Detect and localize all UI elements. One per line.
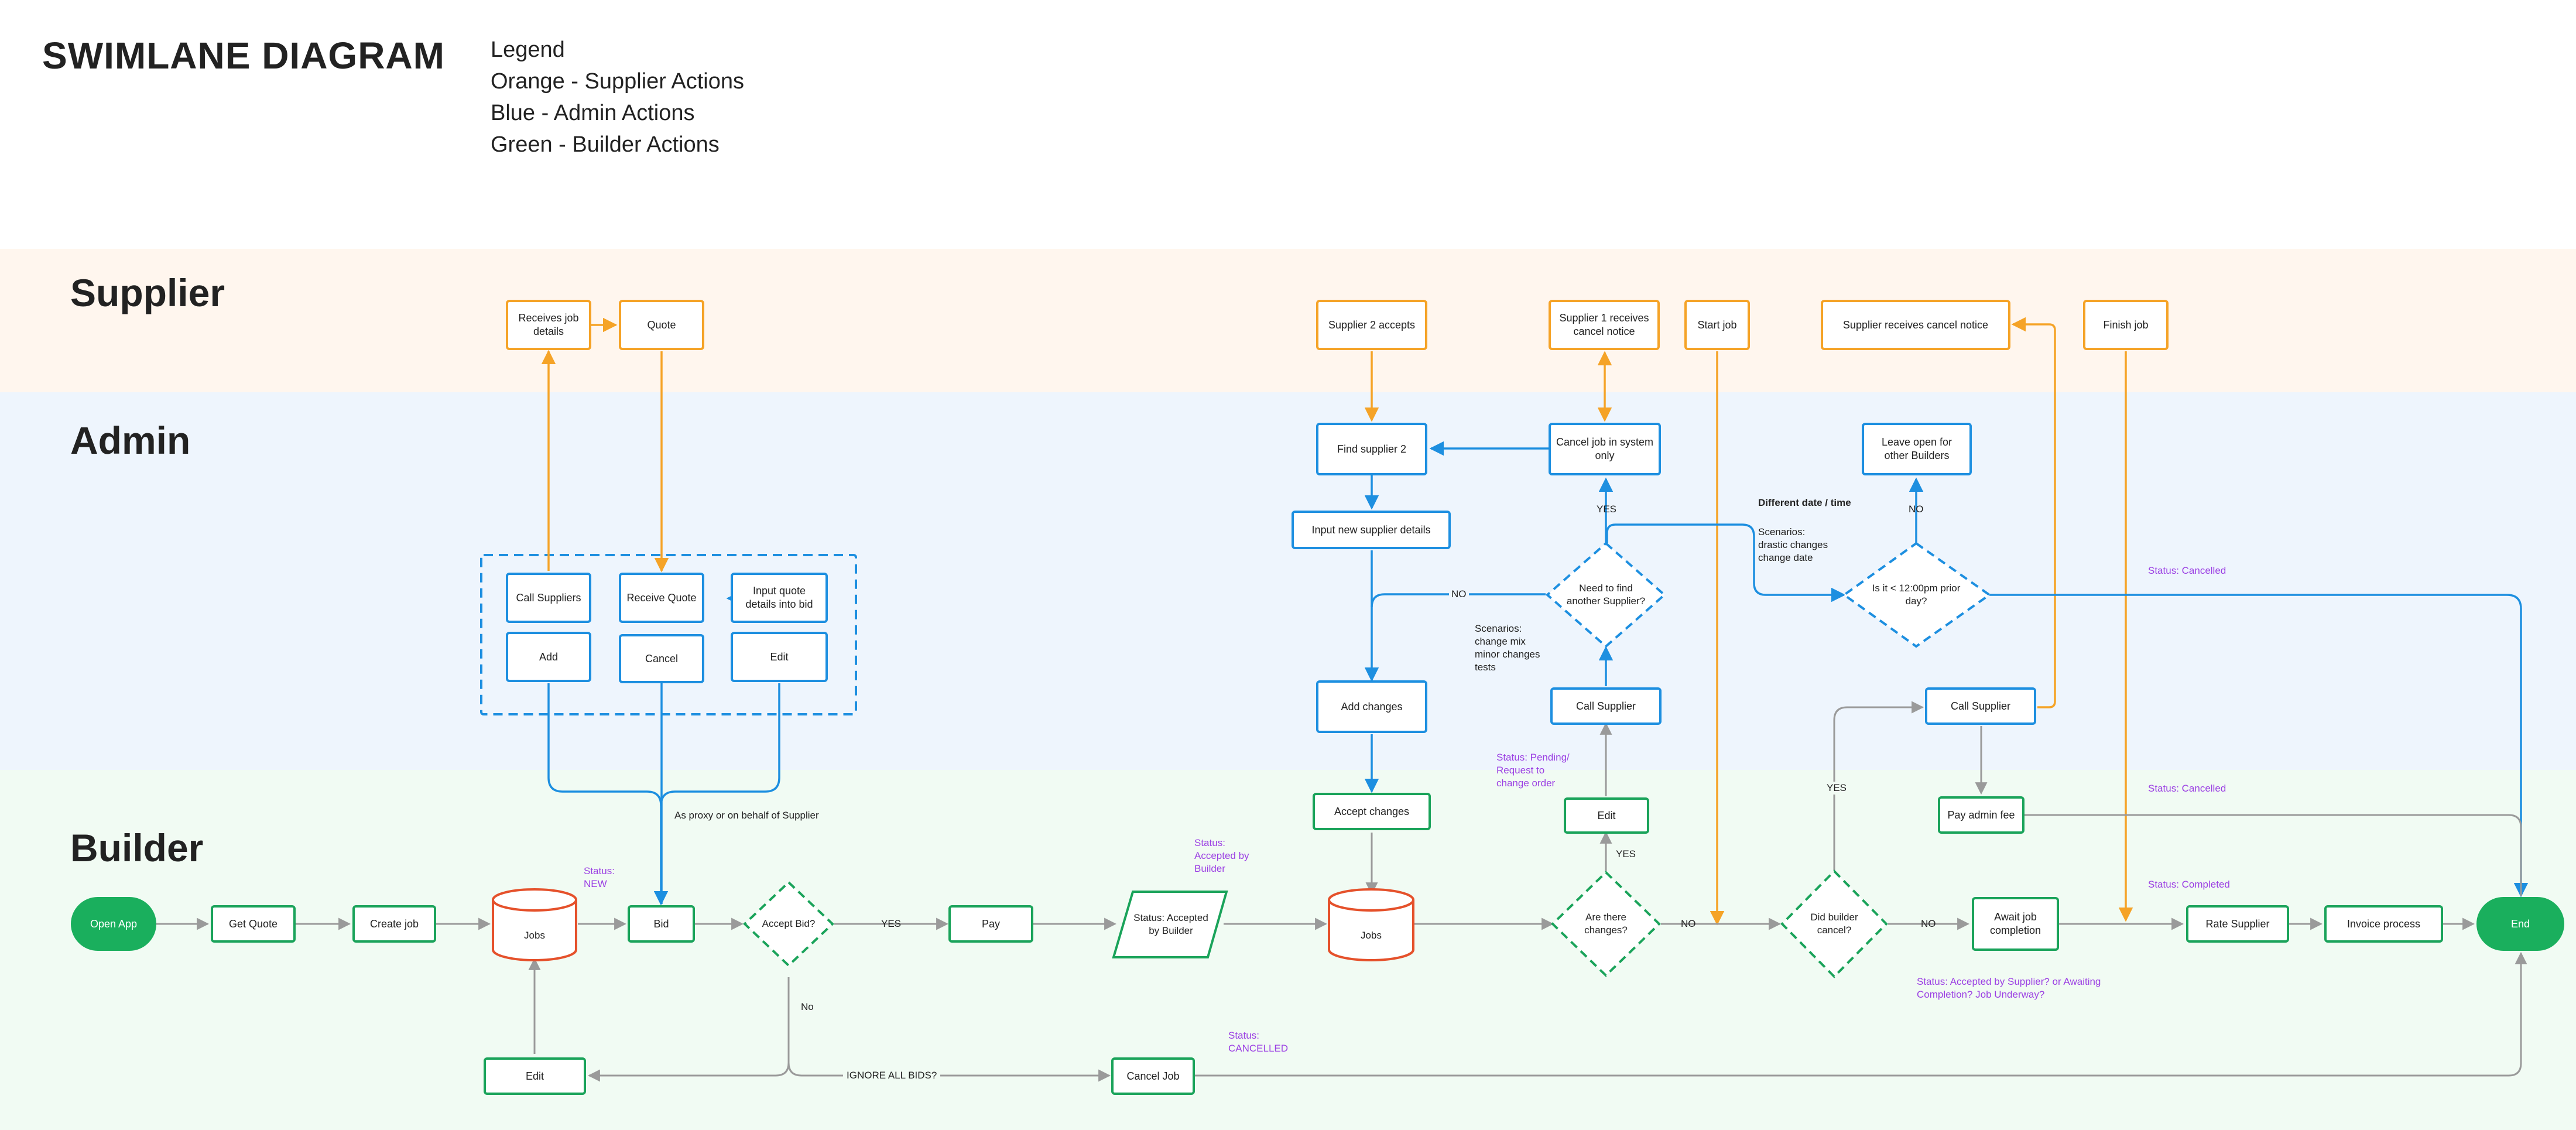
node-call-supplier-1: Call Supplier: [1550, 687, 1662, 725]
node-quote: Quote: [619, 300, 704, 350]
decision-is-it: [1842, 542, 1992, 648]
node-cancel-job: Cancel Job: [1111, 1057, 1195, 1095]
node-bid: Bid: [628, 905, 695, 943]
node-start-job: Start job: [1684, 300, 1750, 350]
node-pay-admin-fee: Pay admin fee: [1938, 796, 2025, 834]
node-cancel-job-system: Cancel job in system only: [1549, 423, 1661, 475]
label-proxy: As proxy or on behalf of Supplier: [674, 810, 819, 821]
decision-accept-bid: [743, 881, 834, 967]
label-no-are-changes: NO: [1681, 918, 1696, 929]
conn-didcancel-yes: [1833, 701, 1924, 870]
legend-item-builder: Green - Builder Actions: [491, 132, 720, 157]
label-scenarios-drastic: Scenarios: drastic changes change date: [1758, 526, 1828, 563]
label-yes-accept-bid: YES: [881, 918, 902, 929]
admin-group-box: [480, 554, 857, 715]
conn-need-no: [1371, 593, 1546, 608]
node-get-quote: Get Quote: [211, 905, 296, 943]
conn-add-bid: [547, 683, 669, 906]
legend-item-supplier: Orange - Supplier Actions: [491, 69, 745, 94]
node-await-completion: Await job completion: [1972, 897, 2059, 951]
node-rate-supplier: Rate Supplier: [2186, 905, 2289, 943]
node-finish-job: Finish job: [2083, 300, 2169, 350]
builder-lane: [0, 770, 2576, 1130]
node-input-supplier-details: Input new supplier details: [1292, 511, 1451, 549]
label-yes-need-find: YES: [1597, 504, 1617, 515]
decision-did-cancel: [1780, 869, 1888, 978]
status-accepted-parallelogram: [1112, 891, 1228, 958]
status-cancelled-2: Status: Cancelled: [2148, 565, 2226, 576]
node-supplier2-accepts: Supplier 2 accepts: [1316, 300, 1427, 350]
label-no-need-find: NO: [1449, 588, 1469, 601]
legend: Legend Orange - Supplier Actions Blue - …: [491, 34, 744, 160]
node-pay: Pay: [948, 905, 1033, 943]
lane-label-supplier: Supplier: [70, 271, 225, 314]
node-input-quote-details: Input quote details into bid: [731, 573, 828, 623]
label-no-did-cancel: NO: [1921, 918, 1936, 929]
conn-edit-bid: [660, 683, 780, 806]
decision-are-changes: [1551, 871, 1661, 977]
conn-different-date: [1606, 523, 1846, 602]
decision-need-find: [1545, 542, 1667, 648]
label-yes-are-changes: YES: [1616, 848, 1636, 860]
node-accept-changes: Accept changes: [1313, 793, 1431, 830]
node-cancel: Cancel: [619, 634, 704, 683]
node-invoice-process: Invoice process: [2324, 905, 2443, 943]
conn-canceljob-end: [1195, 951, 2527, 1077]
node-supplier1-cancel-notice: Supplier 1 receives cancel notice: [1549, 300, 1660, 350]
node-receives-job-details: Receives job details: [506, 300, 591, 350]
label-scenarios-minor: Scenarios: change mix minor changes test…: [1475, 623, 1540, 673]
label-no-is-it: NO: [1909, 504, 1924, 515]
status-underway: Status: Accepted by Supplier? or Awaitin…: [1917, 976, 2101, 1000]
status-cancelled-1: Status: CANCELLED: [1228, 1030, 1289, 1054]
jobs-database-2: [1328, 888, 1414, 961]
node-find-supplier2: Find supplier 2: [1316, 423, 1427, 475]
node-edit-bottom: Edit: [484, 1057, 586, 1095]
node-leave-open: Leave open for other Builders: [1862, 423, 1972, 475]
node-call-supplier-2: Call Supplier: [1925, 687, 2036, 725]
label-yes-did-cancel: YES: [1825, 782, 1848, 795]
node-create-job: Create job: [352, 905, 436, 943]
node-edit-admin: Edit: [731, 632, 828, 682]
label-different-date: Different date / time: [1758, 497, 1851, 508]
label-no-accept-bid: No: [801, 1001, 814, 1012]
status-pending: Status: Pending/ Request to change order: [1496, 752, 1570, 789]
status-completed: Status: Completed: [2148, 879, 2230, 890]
status-accepted-by-builder: Status: Accepted by Builder: [1194, 837, 1249, 874]
conn-payadmin-end: [2025, 814, 2522, 896]
node-call-suppliers: Call Suppliers: [506, 573, 591, 623]
conn-ignore-canceljob: [787, 1062, 1111, 1082]
node-edit-builder: Edit: [1564, 797, 1649, 834]
node-end: End: [2476, 897, 2564, 951]
conn-callsupplier-cancelnotice: [2011, 317, 2056, 708]
admin-lane: [0, 392, 2576, 770]
node-receive-quote: Receive Quote: [619, 573, 704, 623]
jobs-database-1: [492, 888, 577, 961]
status-cancelled-3: Status: Cancelled: [2148, 783, 2226, 794]
diagram-title: SWIMLANE DIAGRAM: [42, 35, 445, 77]
lane-label-admin: Admin: [70, 419, 191, 462]
lane-label-builder: Builder: [70, 826, 204, 869]
legend-heading: Legend: [491, 37, 565, 62]
node-open-app: Open App: [71, 897, 156, 951]
node-supplier-cancel-notice: Supplier receives cancel notice: [1821, 300, 2010, 350]
legend-item-admin: Blue - Admin Actions: [491, 101, 695, 125]
node-add: Add: [506, 632, 591, 682]
status-new: Status: NEW: [584, 865, 615, 889]
conn-no-edit: [587, 977, 790, 1082]
label-ignore-all-bids: IGNORE ALL BIDS?: [843, 1069, 941, 1082]
conn-isit-end: [1989, 594, 2529, 898]
node-add-changes: Add changes: [1316, 680, 1427, 733]
